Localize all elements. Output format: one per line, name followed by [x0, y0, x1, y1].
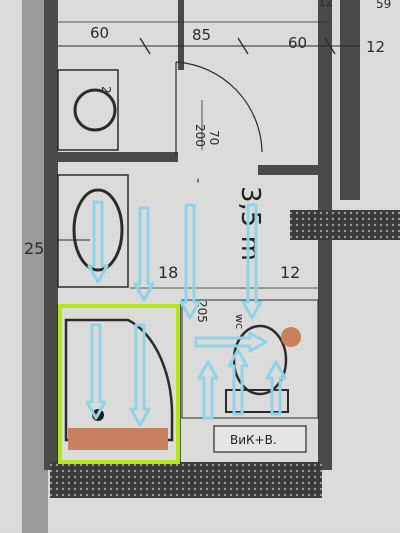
area-label: 3,5 m [235, 186, 265, 261]
wc-area [181, 299, 319, 419]
wc-label: wc [233, 314, 246, 329]
arrow-down-wc [241, 203, 263, 320]
arrow-down-sink-right [133, 206, 155, 302]
highlight-shower-box [58, 304, 180, 464]
svg-text:-: - [190, 178, 206, 183]
arrow-down-sink-left [87, 200, 109, 284]
sink-cabinet [57, 174, 129, 288]
dim-corner-12: 12 [318, 0, 333, 9]
right-outer-wall [340, 0, 360, 200]
flow-arrows [85, 200, 287, 427]
door-width: 70 [207, 130, 221, 145]
sink-basin [72, 188, 124, 272]
arrow-up-mid [227, 348, 249, 416]
arrow-down-shower-right [129, 323, 151, 427]
dim-top-right-12: 12 [366, 38, 385, 56]
arrow-right-wc [194, 331, 268, 353]
arrow-down-mid [179, 203, 201, 320]
partition-vertical [178, 0, 184, 70]
dim-top-left: 60 [90, 24, 109, 42]
dim-side-25: 25 [24, 239, 44, 258]
dim-top-mid: 85 [192, 26, 211, 44]
door-arc [175, 61, 263, 153]
partition-top [58, 152, 178, 162]
dim-side-18: 18 [158, 263, 178, 282]
dim-corner-59: 59 [376, 0, 391, 11]
accent-bar [68, 428, 168, 450]
accent-dot [281, 327, 301, 347]
dim-top-right-60: 60 [288, 34, 307, 52]
arrow-up-right [265, 360, 287, 416]
hatched-wall-bottom [50, 462, 322, 498]
washer-label: 2 [99, 86, 113, 94]
washing-machine-drum [73, 88, 117, 132]
vik-label: ВиК+В. [230, 433, 277, 447]
wc-cistern [225, 389, 289, 413]
partition-right [258, 165, 328, 175]
washing-machine [57, 69, 119, 151]
vik-box [213, 425, 307, 453]
hatched-wall-right [290, 210, 400, 240]
left-wall [22, 0, 48, 533]
left-wall-inner [44, 0, 58, 470]
arrow-up-left [197, 360, 219, 420]
dim-side-12: 12 [280, 263, 300, 282]
arrow-down-shower-left [85, 323, 107, 420]
door-height: 200 [193, 124, 207, 147]
